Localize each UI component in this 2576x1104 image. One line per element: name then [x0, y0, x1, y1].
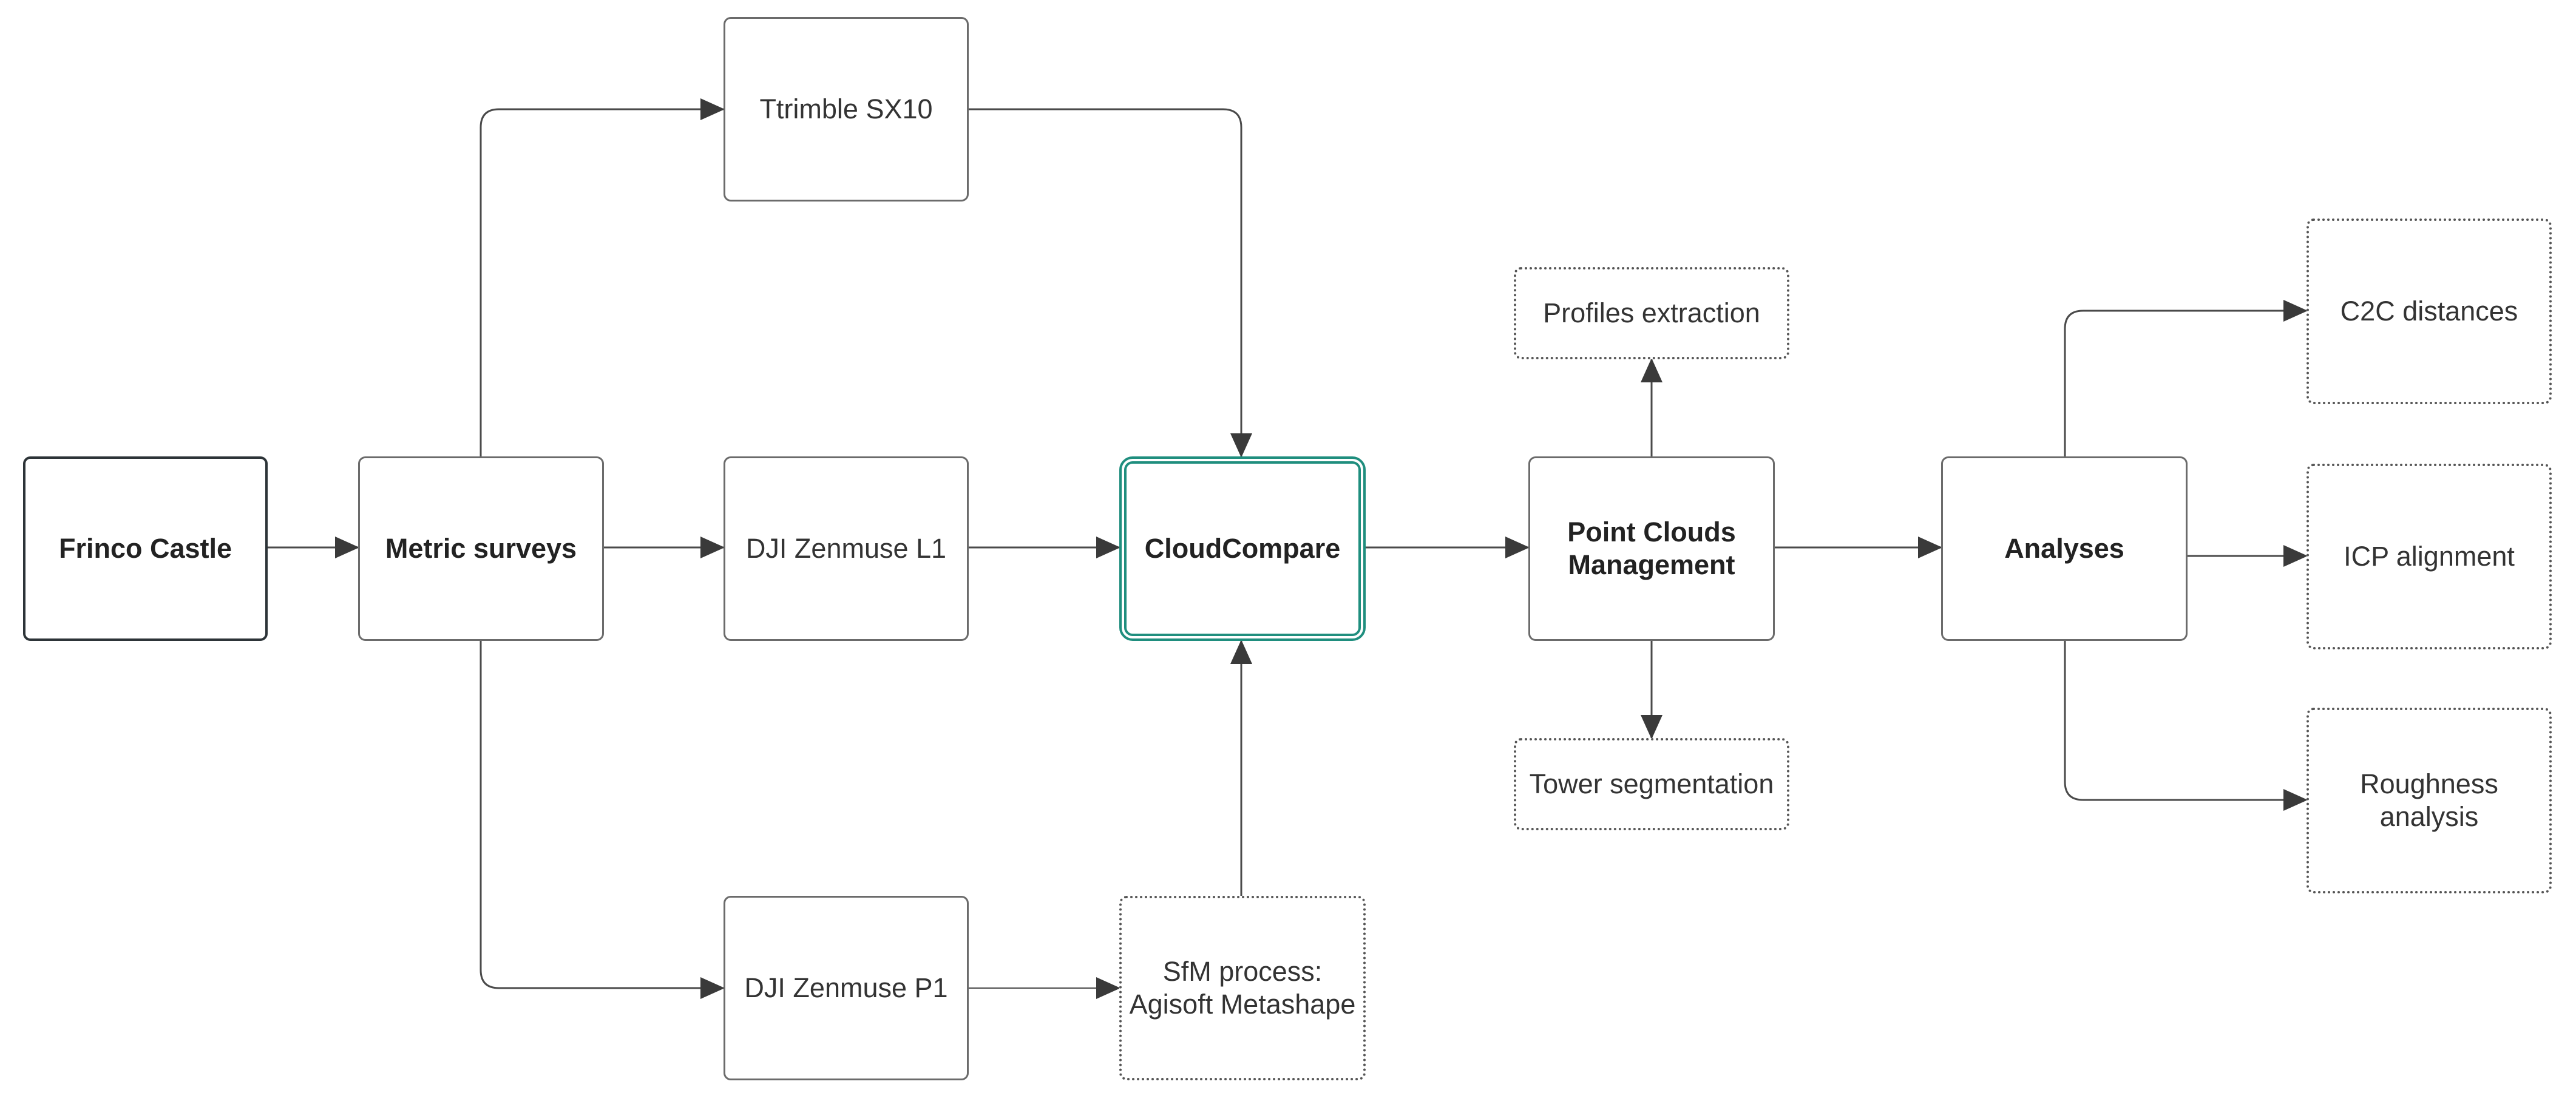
node-metric-surveys: Metric surveys [358, 456, 604, 641]
node-label: Profiles extraction [1543, 297, 1760, 328]
node-label: CloudCompare [1144, 533, 1341, 564]
node-dji-zenmuse-l1: DJI Zenmuse L1 [724, 456, 969, 641]
node-cloudcompare: CloudCompare [1119, 456, 1366, 641]
node-icp-alignment: ICP alignment [2307, 464, 2552, 649]
node-label: Ttrimble SX10 [759, 93, 933, 124]
edge-analyses-c2c [2064, 300, 2308, 456]
node-trimble-sx10: Ttrimble SX10 [724, 17, 969, 201]
edge-analyses-roughness [2064, 641, 2308, 811]
node-profiles-extraction: Profiles extraction [1514, 267, 1789, 359]
node-point-clouds-management: Point Clouds Management [1528, 456, 1775, 641]
node-roughness-analysis: Roughness analysis [2307, 708, 2552, 893]
node-label: Frinco Castle [58, 533, 232, 564]
node-label: Analyses [2004, 533, 2124, 564]
edge-metric-trimble [480, 98, 725, 456]
node-label: C2C distances [2340, 296, 2518, 327]
node-label: SfM process: Agisoft Metashape [1129, 956, 1356, 1020]
node-label: Tower segmentation [1529, 768, 1774, 799]
node-label: Point Clouds Management [1567, 516, 1736, 580]
node-label: Metric surveys [385, 533, 577, 564]
node-analyses: Analyses [1941, 456, 2188, 641]
node-label: ICP alignment [2344, 541, 2515, 572]
edge-metric-p1 [480, 641, 725, 999]
node-tower-segmentation: Tower segmentation [1514, 738, 1789, 830]
node-label: DJI Zenmuse L1 [745, 533, 947, 564]
node-label: Roughness analysis [2360, 768, 2498, 832]
node-c2c-distances: C2C distances [2307, 218, 2552, 404]
node-label: DJI Zenmuse P1 [744, 972, 948, 1003]
node-sfm-process: SfM process: Agisoft Metashape [1119, 896, 1366, 1080]
node-frinco-castle: Frinco Castle [23, 456, 268, 641]
edge-trimble-cloudcompare [969, 108, 1252, 458]
node-dji-zenmuse-p1: DJI Zenmuse P1 [724, 896, 969, 1080]
